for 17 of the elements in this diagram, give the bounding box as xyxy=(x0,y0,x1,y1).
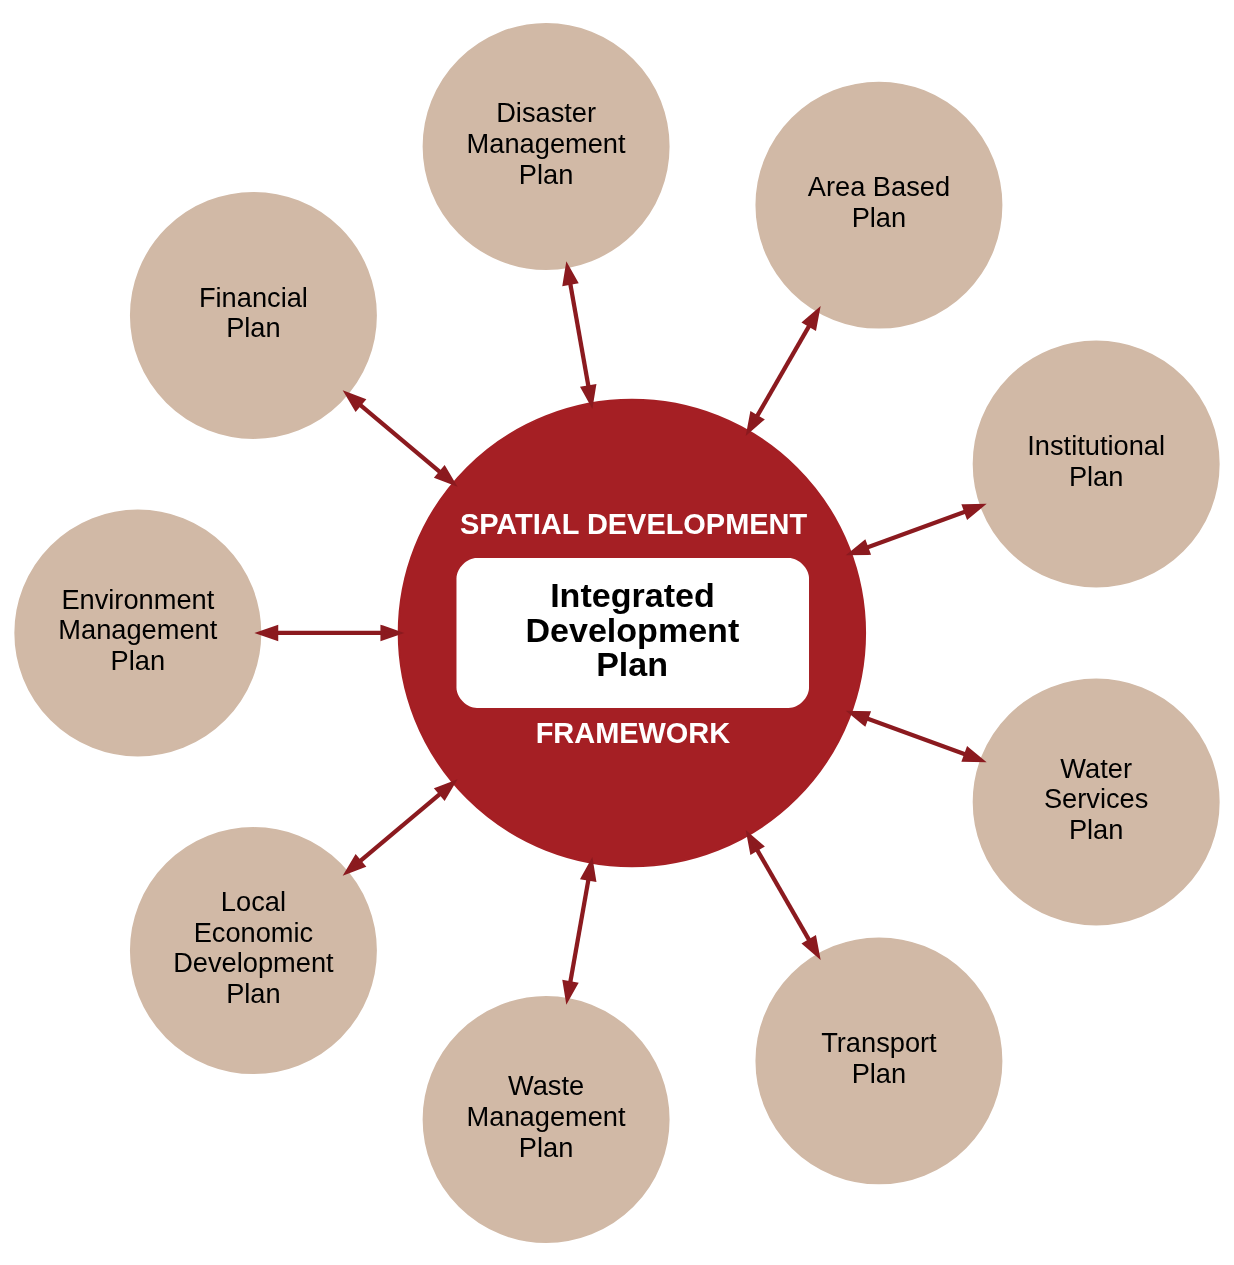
arrow xyxy=(845,503,987,555)
node-circle: Financial Plan xyxy=(129,191,377,439)
node-circle: Waste Management Plan xyxy=(422,995,670,1243)
arrow xyxy=(845,710,987,762)
arrow xyxy=(342,389,458,487)
node-circle: SPATIAL DEVELOPMENT Integrated Development Plan FRAMEWORK xyxy=(397,398,867,867)
arrow xyxy=(254,624,405,641)
node-circle: Institutional Plan xyxy=(972,340,1220,587)
node-circle: Local Economic Development Plan xyxy=(129,826,377,1074)
node-circle: Water Services Plan xyxy=(972,678,1220,925)
arrow xyxy=(562,856,597,1005)
node-circle: Disaster Management Plan xyxy=(422,22,670,270)
node-circle: Environment Management Plan xyxy=(14,509,262,756)
arrow xyxy=(745,829,821,960)
arrow xyxy=(745,305,821,436)
arrow xyxy=(342,778,458,876)
arrow xyxy=(562,260,597,409)
